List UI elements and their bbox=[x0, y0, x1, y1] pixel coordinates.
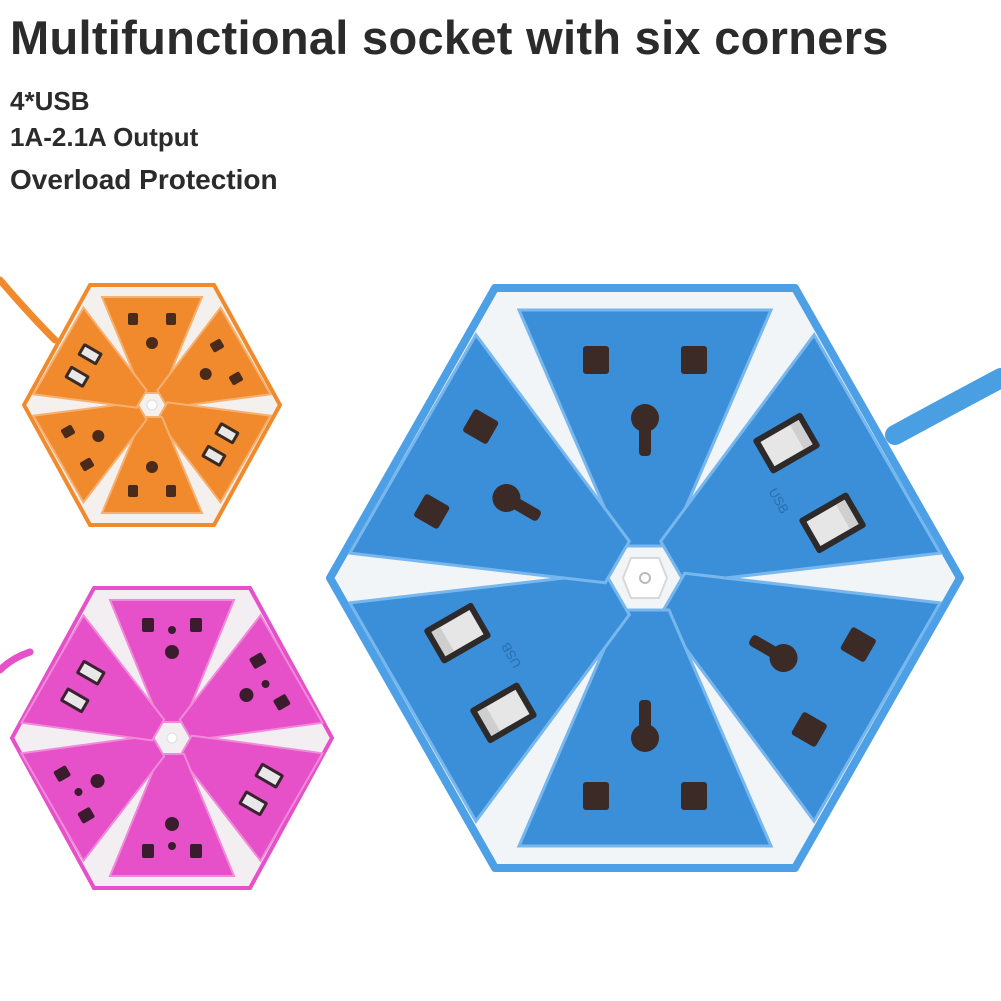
pink-indicator-light bbox=[166, 732, 178, 744]
orange-socket-illustration bbox=[0, 276, 283, 527]
blue-socket-image: USB USB bbox=[320, 280, 1001, 890]
pink-outlet-holes bbox=[53, 618, 291, 858]
pink-cable bbox=[0, 648, 34, 674]
feature-protection: Overload Protection bbox=[10, 164, 278, 195]
blue-outlet-holes bbox=[414, 346, 876, 810]
orange-socket-image bbox=[0, 260, 300, 540]
pink-socket-illustration bbox=[0, 586, 335, 890]
orange-indicator-light bbox=[146, 399, 158, 411]
headline: Multifunctional socket with six corners bbox=[10, 11, 889, 64]
orange-outlet-holes bbox=[61, 313, 243, 497]
orange-cable bbox=[0, 276, 59, 344]
blue-socket-illustration: USB USB bbox=[326, 284, 1001, 872]
feature-usb: 4*USB bbox=[10, 86, 90, 116]
pink-socket-image bbox=[0, 580, 340, 920]
blue-usb-ports bbox=[424, 412, 866, 744]
orange-usb-ports bbox=[64, 343, 240, 467]
feature-output: 1A-2.1A Output bbox=[10, 122, 199, 152]
pink-usb-ports bbox=[60, 659, 284, 817]
blue-indicator-light bbox=[639, 572, 651, 584]
blue-cable bbox=[885, 368, 1001, 445]
